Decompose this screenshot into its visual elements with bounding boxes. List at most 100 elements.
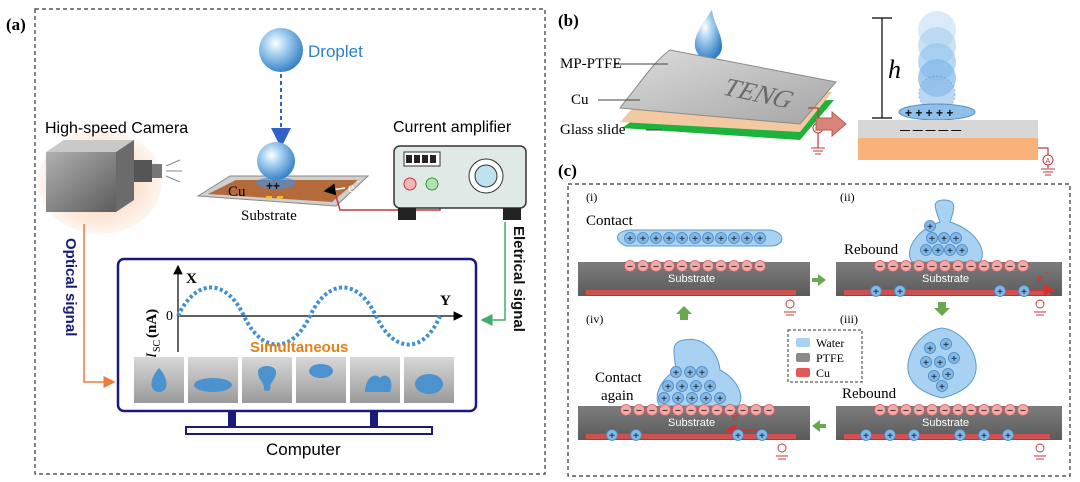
plus-charge-sign: +	[959, 245, 965, 257]
panel-a-border	[34, 8, 546, 475]
induced-charge-sign: +	[897, 286, 903, 298]
plus-charge-sign: +	[923, 357, 929, 369]
current-wave	[176, 285, 442, 347]
plus-charge-sign: +	[692, 233, 698, 245]
minus-charge	[741, 260, 753, 272]
minus-charge-sign: −	[877, 261, 883, 273]
induced-charge-sign: +	[633, 430, 639, 442]
minus-charge	[926, 260, 938, 272]
mp-ptfe-layer	[619, 49, 837, 125]
falling-drop-icon	[694, 10, 722, 60]
minus-charge-sign: −	[675, 405, 681, 417]
ptfe-minus: — — — — —	[900, 125, 961, 136]
plus-charge	[715, 232, 727, 244]
svg-text:Contact: Contact	[595, 370, 642, 386]
minus-charge	[991, 404, 1003, 416]
svg-text:Substrate: Substrate	[922, 417, 969, 429]
induced-charge	[606, 429, 618, 441]
axis-y-label: Y	[440, 293, 451, 309]
plus-charge-sign: +	[673, 367, 679, 379]
axis-zero: 0	[166, 309, 173, 324]
minus-charge	[874, 404, 886, 416]
electrical-signal-line	[480, 222, 506, 326]
legend-swatch-cu	[796, 368, 810, 377]
electrical-signal-label: Eletrical signal	[510, 226, 527, 332]
legend-label-cu: Cu	[816, 366, 830, 380]
plus-charge-sign: +	[953, 233, 959, 245]
plus-charge	[650, 232, 662, 244]
minus-charge	[633, 404, 645, 416]
svg-text:I: I	[144, 352, 160, 359]
minus-charge	[965, 260, 977, 272]
minus-charge-sign: −	[890, 261, 896, 273]
minus-charge	[689, 260, 701, 272]
height-label: h	[888, 55, 901, 84]
svg-text:(nA): (nA)	[144, 309, 160, 338]
plus-charge-sign: +	[935, 245, 941, 257]
minus-charge	[965, 404, 977, 416]
induced-charge	[978, 429, 990, 441]
plus-charge	[670, 366, 682, 378]
mp-ptfe-label: MP-PTFE	[560, 56, 622, 72]
plus-charge-sign: +	[707, 381, 713, 393]
minus-charge	[763, 404, 775, 416]
minus-charge	[1017, 404, 1029, 416]
legend-swatch-ptfe	[796, 353, 810, 362]
state-iii: Rebound Substrate ++++++++ −−−−−−−−−−−−+…	[836, 327, 1062, 442]
minus-charge-sign: −	[1020, 405, 1026, 417]
minus-charge	[939, 260, 951, 272]
minus-charge	[637, 260, 649, 272]
plus-charge-sign: +	[717, 393, 723, 405]
minus-charge-sign: −	[653, 261, 659, 273]
cu-label-b: Cu	[571, 92, 589, 108]
plus-charge	[948, 352, 960, 364]
transition-arrow	[815, 110, 847, 138]
plus-charge	[663, 232, 675, 244]
minus-charge-sign: −	[766, 405, 772, 417]
panel-c-label: (c)	[558, 161, 577, 180]
minus-charge-sign: −	[877, 405, 883, 417]
minus-charge	[874, 260, 886, 272]
plus-charge-sign: +	[689, 393, 695, 405]
svg-text:A: A	[1046, 158, 1051, 165]
plus-charge-sign: +	[943, 339, 949, 351]
minus-charge-sign: −	[890, 405, 896, 417]
minus-charge	[672, 404, 684, 416]
arrow-iv-i	[676, 306, 692, 320]
minus-charge-sign: −	[968, 405, 974, 417]
minus-charge-sign: −	[1020, 261, 1026, 273]
induced-charge	[1002, 429, 1014, 441]
state-iii-label: (iii)	[840, 312, 858, 326]
cu-layer	[208, 180, 358, 202]
induced-charge-sign: +	[1021, 286, 1027, 298]
minus-charge-sign: −	[623, 405, 629, 417]
minus-charge-sign: −	[731, 261, 737, 273]
minus-charge	[887, 404, 899, 416]
minus-charge-sign: −	[757, 261, 763, 273]
plus-charge-sign: +	[927, 221, 933, 233]
svg-text:again: again	[601, 388, 634, 404]
minus-charge	[754, 260, 766, 272]
induced-charge	[884, 429, 896, 441]
plus-charge	[637, 232, 649, 244]
drop-plus: + + + + +	[905, 106, 953, 120]
graph-ylabel: I SC (nA)	[144, 309, 163, 359]
minus-charge	[1017, 260, 1029, 272]
minus-charge	[939, 404, 951, 416]
minus-charge-sign: −	[929, 261, 935, 273]
legend-label-ptfe: PTFE	[816, 351, 844, 365]
plus-charge-sign: +	[687, 367, 693, 379]
minus-charge	[978, 404, 990, 416]
state-iv: Contact again Substrate e - ++++++++++++…	[578, 338, 810, 442]
camera-label: High-speed Camera	[45, 120, 188, 137]
ptfe-bar	[858, 120, 1038, 138]
induced-charge-sign: +	[1005, 430, 1011, 442]
plus-charge	[741, 232, 753, 244]
plus-charge-sign: +	[705, 233, 711, 245]
frame-strip	[134, 357, 454, 403]
induced-charge-sign: +	[873, 286, 879, 298]
ammeter-icon-right	[1042, 154, 1054, 166]
plus-charge-sign: +	[931, 371, 937, 383]
minus-charge-sign: −	[705, 261, 711, 273]
